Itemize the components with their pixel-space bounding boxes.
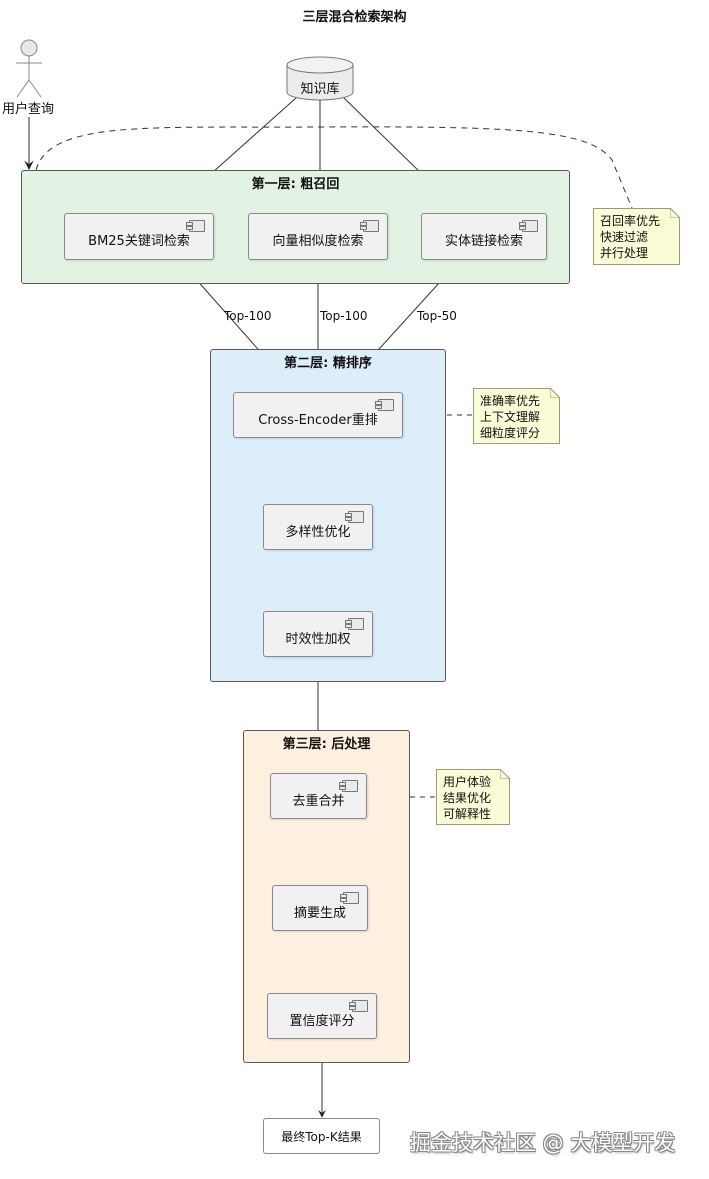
component-dedup[interactable]: 去重合并 <box>270 773 367 819</box>
note-fold-icon <box>670 208 680 218</box>
watermark: 掘金技术社区 @ 大模型开发 <box>410 1131 676 1155</box>
component-summary[interactable]: 摘要生成 <box>272 885 368 931</box>
note-line: 上下文理解 <box>480 410 541 424</box>
note-layer-2: 准确率优先 上下文理解 细粒度评分 <box>473 388 560 444</box>
component-icon <box>345 618 364 630</box>
final-result-label: 最终Top-K结果 <box>281 1129 362 1144</box>
component-label: 向量相似度检索 <box>272 234 364 249</box>
component-label: 实体链接检索 <box>444 234 523 249</box>
note-line: 快速过滤 <box>600 230 649 244</box>
edge-label-entity: Top-50 <box>417 309 457 323</box>
edge-label-bm25: Top-100 <box>224 309 272 323</box>
note-fold-icon <box>550 388 560 398</box>
note1-connector <box>35 126 633 209</box>
component-icon <box>349 1000 368 1012</box>
note-line: 用户体验 <box>443 775 492 789</box>
layer-1-title: 第一层: 粗召回 <box>251 177 340 192</box>
layer-2-title: 第二层: 精排序 <box>284 356 372 371</box>
edge-label-vector: Top-100 <box>320 309 368 323</box>
component-label: 置信度评分 <box>289 1013 355 1029</box>
component-icon <box>519 220 538 232</box>
component-diversity[interactable]: 多样性优化 <box>263 504 373 550</box>
component-label: 多样性优化 <box>285 524 351 540</box>
note-line: 细粒度评分 <box>480 426 541 440</box>
note-line: 结果优化 <box>443 791 492 805</box>
database-cylinder <box>286 56 354 101</box>
component-icon <box>339 780 358 792</box>
component-label: 摘要生成 <box>293 905 346 921</box>
component-cross-encoder[interactable]: Cross-Encoder重排 <box>233 392 403 438</box>
component-icon <box>375 399 394 411</box>
note-line: 召回率优先 <box>600 214 661 228</box>
component-label: 时效性加权 <box>285 631 351 647</box>
component-icon <box>360 220 379 232</box>
note-layer-1: 召回率优先 快速过滤 并行处理 <box>593 208 680 265</box>
component-icon <box>345 511 364 523</box>
component-icon <box>186 220 205 232</box>
diagram-title: 三层混合检索架构 <box>302 10 407 25</box>
layer-3-title: 第三层: 后处理 <box>282 737 371 752</box>
component-label: Cross-Encoder重排 <box>258 412 378 428</box>
actor-figure <box>16 39 42 98</box>
component-icon <box>340 892 359 904</box>
actor-label: 用户查询 <box>2 102 55 117</box>
database-label: 知识库 <box>300 82 340 97</box>
component-time-weight[interactable]: 时效性加权 <box>263 611 373 657</box>
note-line: 准确率优先 <box>480 394 541 408</box>
component-label: 去重合并 <box>292 793 345 809</box>
note-line: 并行处理 <box>600 246 649 260</box>
note-fold-icon <box>500 769 510 779</box>
component-entity-link[interactable]: 实体链接检索 <box>421 213 547 260</box>
final-result-box[interactable]: 最终Top-K结果 <box>263 1118 380 1154</box>
component-confidence[interactable]: 置信度评分 <box>267 993 377 1039</box>
component-label: BM25关键词检索 <box>88 234 190 249</box>
note-line: 可解释性 <box>443 807 492 821</box>
note-layer-3: 用户体验 结果优化 可解释性 <box>436 769 510 825</box>
component-vector-search[interactable]: 向量相似度检索 <box>248 213 388 260</box>
component-bm25[interactable]: BM25关键词检索 <box>64 213 214 260</box>
